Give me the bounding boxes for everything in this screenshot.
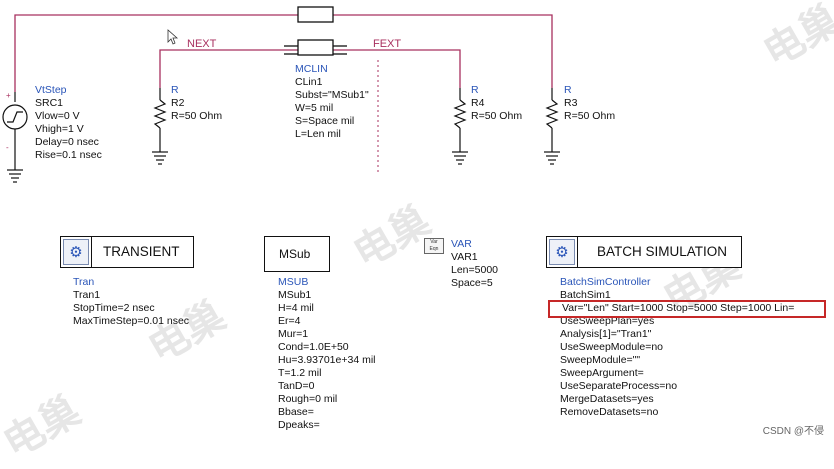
vsource-name: SRC1 (35, 97, 64, 109)
credit-text: CSDN @不侵 (762, 426, 824, 437)
batch-sim-param: SweepArgument= (560, 367, 644, 379)
resistor-value: R=50 Ohm (471, 110, 523, 122)
divider (577, 237, 578, 267)
var-name: VAR1 (451, 251, 478, 263)
vsource-param: Rise=0.1 nsec (35, 149, 102, 161)
msub-param: Hu=3.93701e+34 mil (278, 354, 376, 366)
simulation-icon: ⚙ (63, 239, 89, 265)
divider (91, 237, 92, 267)
resistor-value: R=50 Ohm (171, 110, 223, 122)
mclin-type: MCLIN (295, 63, 328, 75)
transient-label[interactable]: Tran Tran1 StopTime=2 nsec MaxTimeStep=0… (73, 276, 189, 328)
var-param: Len=5000 (451, 264, 499, 276)
net-label-fext: FEXT (373, 38, 402, 50)
var-label[interactable]: VAR VAR1 Len=5000 Space=5 (451, 238, 498, 290)
transient-param: StopTime=2 nsec (73, 302, 155, 314)
highlight-box (548, 300, 826, 318)
batch-sim-param: UseSweepModule=no (560, 341, 664, 353)
mclin-param: S=Space mil (295, 115, 355, 127)
msub-title: MSub (279, 247, 311, 261)
msub-param: H=4 mil (278, 302, 314, 314)
msub-label[interactable]: MSUB MSub1 H=4 mil Er=4 Mur=1 Cond=1.0E+… (278, 276, 376, 432)
transient-block[interactable]: ⚙ TRANSIENT (60, 236, 194, 268)
vsource-label[interactable]: VtStep SRC1 Vlow=0 V Vhigh=1 V Delay=0 n… (35, 84, 102, 162)
wires (14, 14, 553, 92)
svg-text:+: + (6, 91, 11, 100)
resistor-r3-label[interactable]: R R3 R=50 Ohm (564, 84, 615, 123)
resistor-r2-symbol[interactable] (152, 88, 168, 165)
resistor-type: R (171, 84, 179, 96)
var-type: VAR (451, 238, 472, 250)
mclin-param: L=Len mil (295, 128, 341, 140)
vtstep-symbol[interactable] (2, 92, 28, 183)
msub-param: TanD=0 (278, 380, 315, 392)
resistor-type: R (564, 84, 572, 96)
resistor-name: R2 (171, 97, 185, 109)
msub-block[interactable]: MSub (264, 236, 330, 272)
msub-param: Er=4 (278, 315, 301, 327)
mclin-symbol[interactable] (284, 39, 347, 56)
batch-sim-param: UseSweepPlan=yes (560, 315, 655, 327)
vsource-type: VtStep (35, 84, 67, 96)
schematic-canvas[interactable]: + - (0, 0, 834, 444)
var-param: Space=5 (451, 277, 493, 289)
batch-sim-label[interactable]: BatchSimController BatchSim1 Var="Len" S… (560, 276, 794, 419)
resistor-r2-label[interactable]: R R2 R=50 Ohm (171, 84, 222, 123)
resistor-name: R4 (471, 97, 485, 109)
mouse-cursor-icon (167, 29, 179, 45)
simulation-icon: ⚙ (549, 239, 575, 265)
var-icon-line: Var (430, 239, 438, 245)
batch-sim-param: SweepModule="" (560, 354, 641, 366)
var-icon-line: Eqn (429, 246, 439, 252)
batch-sim-name: BatchSim1 (560, 289, 611, 301)
msub-name: MSub1 (278, 289, 312, 301)
batch-sim-title: BATCH SIMULATION (597, 244, 728, 259)
transient-param: MaxTimeStep=0.01 nsec (73, 315, 190, 327)
resistor-r4-symbol[interactable] (452, 88, 468, 165)
vsource-param: Vhigh=1 V (35, 123, 84, 135)
vsource-param: Delay=0 nsec (35, 136, 99, 148)
resistor-value: R=50 Ohm (564, 110, 616, 122)
mclin-label[interactable]: MCLIN CLin1 Subst="MSub1" W=5 mil S=Spac… (295, 63, 369, 141)
mclin-param: Subst="MSub1" (295, 89, 369, 101)
batch-sim-type: BatchSimController (560, 276, 651, 288)
var-eqn-icon[interactable]: Var Eqn (424, 238, 444, 254)
batch-sim-param: Analysis[1]="Tran1" (560, 328, 652, 340)
tline-top[interactable] (297, 6, 334, 23)
msub-param: Dpeaks= (278, 419, 320, 431)
batch-sim-highlighted-param: Var="Len" Start=1000 Stop=5000 Step=1000… (562, 302, 795, 314)
net-label-next: NEXT (187, 38, 217, 50)
batch-sim-block[interactable]: ⚙ BATCH SIMULATION (546, 236, 742, 268)
vsource-param: Vlow=0 V (35, 110, 80, 122)
msub-param: Bbase= (278, 406, 314, 418)
resistor-r3-symbol[interactable] (544, 88, 560, 165)
mclin-name: CLin1 (295, 76, 323, 88)
batch-sim-param: UseSeparateProcess=no (560, 380, 678, 392)
resistor-name: R3 (564, 97, 578, 109)
resistor-type: R (471, 84, 479, 96)
transient-title: TRANSIENT (103, 244, 180, 259)
msub-param: Rough=0 mil (278, 393, 338, 405)
batch-sim-param: RemoveDatasets=no (560, 406, 659, 418)
msub-param: T=1.2 mil (278, 367, 322, 379)
batch-sim-param: MergeDatasets=yes (560, 393, 654, 405)
svg-text:-: - (6, 143, 9, 152)
msub-param: Cond=1.0E+50 (278, 341, 349, 353)
msub-type: MSUB (278, 276, 309, 288)
mclin-param: W=5 mil (295, 102, 334, 114)
transient-type: Tran (73, 276, 95, 288)
msub-param: Mur=1 (278, 328, 309, 340)
transient-name: Tran1 (73, 289, 101, 301)
resistor-r4-label[interactable]: R R4 R=50 Ohm (471, 84, 522, 123)
